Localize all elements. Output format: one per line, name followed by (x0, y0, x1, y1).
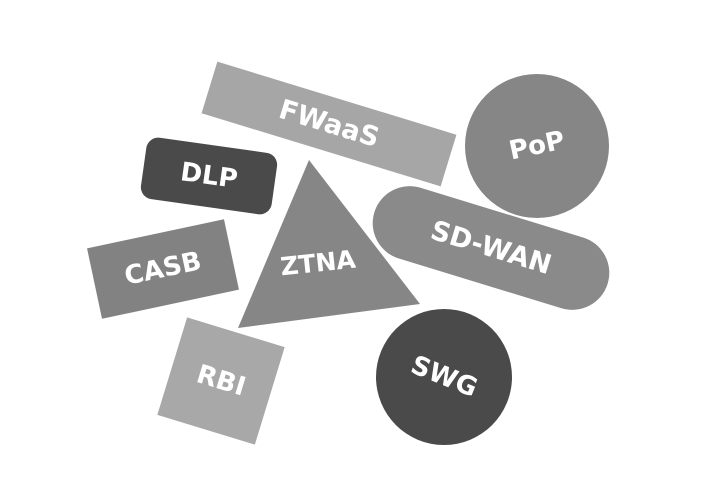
swg-circle (376, 309, 512, 445)
rbi-shape: RBI (157, 317, 285, 445)
dlp-shape: DLP (140, 137, 278, 215)
rbi-block (157, 317, 285, 445)
casb-block (87, 219, 239, 319)
sdwan-shape: SD-WAN (372, 186, 610, 310)
pop-shape: PoP (465, 74, 609, 218)
dlp-block (140, 137, 278, 215)
ztna-shape: ZTNA (238, 160, 420, 328)
sdwan-pill (372, 186, 610, 310)
pop-circle (465, 74, 609, 218)
casb-shape: CASB (87, 219, 239, 319)
swg-shape: SWG (376, 309, 512, 445)
fwaas-block (201, 61, 457, 187)
ztna-triangle (238, 160, 420, 328)
